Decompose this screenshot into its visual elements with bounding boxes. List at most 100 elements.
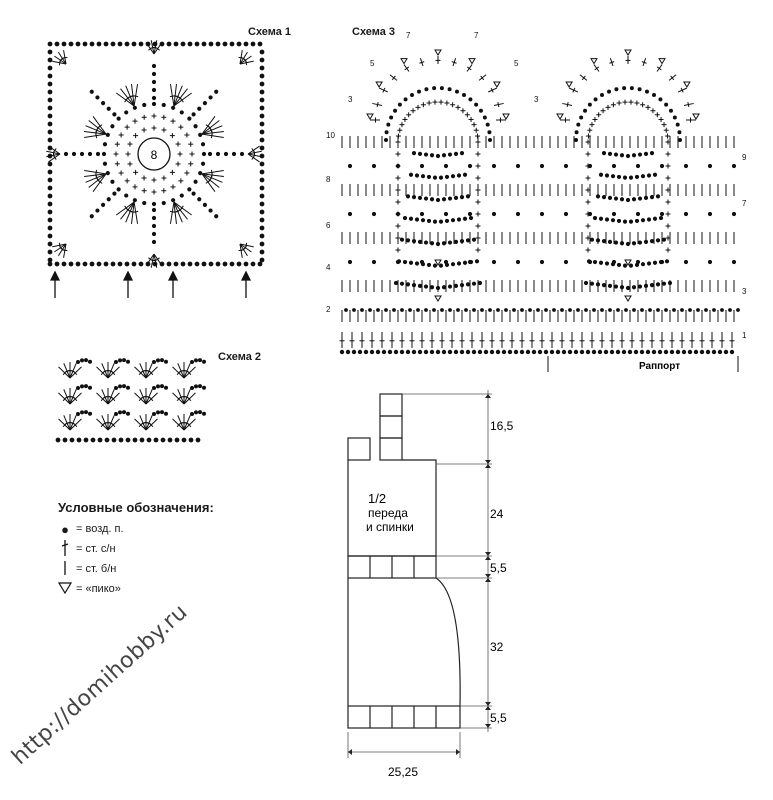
- chain-stitch-mark: [259, 193, 265, 199]
- chain-stitch-mark: [592, 308, 596, 312]
- chain-stitch-mark: [672, 115, 677, 120]
- double-crochet-mark: [134, 366, 147, 379]
- chain-stitch-mark: [447, 284, 453, 289]
- chain-stitch-mark: [611, 163, 617, 169]
- double-crochet-mark: [172, 418, 185, 431]
- chain-stitch-mark: [194, 41, 200, 47]
- chain-stitch-mark: [528, 308, 532, 312]
- chain-stitch-mark: [187, 41, 193, 47]
- chain-stitch-mark: [202, 385, 206, 390]
- chain-stitch-mark: [519, 349, 525, 355]
- chain-stitch-mark: [453, 195, 459, 200]
- pattern-schematic: 1/2 переда и спинки 16,5 24 5,5 32 5,5 2…: [347, 390, 514, 779]
- double-crochet-mark: [92, 116, 107, 135]
- chain-stitch-mark: [191, 112, 196, 117]
- chain-stitch-mark: [95, 95, 100, 100]
- chain-stitch-mark: [138, 261, 144, 267]
- chain-stitch-mark: [201, 261, 207, 267]
- double-crochet-mark: [48, 153, 61, 163]
- picot-mark: [624, 295, 632, 302]
- double-crochet-mark: [247, 153, 262, 158]
- chain-stitch-mark: [568, 308, 572, 312]
- double-crochet-mark: [133, 84, 139, 107]
- chain-stitch-mark: [426, 262, 432, 268]
- chain-stitch-mark: [512, 308, 516, 312]
- double-crochet-mark: [201, 131, 224, 135]
- chain-stitch-mark: [619, 197, 625, 202]
- double-crochet-mark: [172, 366, 185, 379]
- chain-stitch-mark: [47, 113, 53, 119]
- svg-text:1: 1: [742, 331, 747, 340]
- picot-mark: [658, 58, 666, 65]
- chain-stitch-mark: [411, 151, 417, 156]
- chain-stitch-mark: [477, 349, 483, 355]
- chain-stitch-mark: [677, 130, 682, 135]
- chain-stitch-mark: [69, 437, 75, 443]
- double-crochet-mark: [153, 40, 158, 55]
- chain-stitch-mark: [610, 174, 616, 179]
- svg-text:9: 9: [742, 153, 747, 162]
- chain-stitch-mark: [111, 437, 117, 443]
- chain-stitch-mark: [441, 285, 447, 290]
- chain-stitch-mark: [180, 261, 186, 267]
- double-crochet-mark: [239, 243, 248, 257]
- chain-stitch-mark: [151, 63, 157, 69]
- double-crochet-mark: [116, 92, 135, 107]
- chain-stitch-mark: [259, 241, 265, 247]
- dim-strap: 16,5: [490, 419, 514, 433]
- chain-stitch-mark: [198, 171, 203, 176]
- chain-stitch-mark: [198, 132, 203, 137]
- chain-stitch-mark: [478, 108, 483, 113]
- chain-stitch-mark: [634, 174, 640, 180]
- svg-text:3: 3: [534, 95, 539, 104]
- chain-stitch-mark: [201, 41, 207, 47]
- chain-stitch-mark: [259, 201, 265, 207]
- chain-stitch-mark: [619, 153, 625, 158]
- chain-stitch-mark: [622, 263, 628, 268]
- chain-stitch-mark: [207, 151, 213, 157]
- chain-stitch-mark: [114, 386, 118, 390]
- chain-stitch-mark: [215, 151, 221, 157]
- double-crochet-mark: [131, 84, 135, 107]
- chain-stitch-mark: [106, 197, 111, 202]
- chain-stitch-mark: [601, 151, 607, 156]
- chain-stitch-mark: [259, 233, 265, 239]
- chain-stitch-mark: [259, 225, 265, 231]
- double-crochet-mark: [145, 392, 158, 405]
- svg-text:4: 4: [326, 263, 331, 272]
- chain-stitch-mark: [208, 95, 213, 100]
- chain-stitch-mark: [664, 308, 668, 312]
- chain-stitch-mark: [649, 283, 655, 288]
- chain-stitch-mark: [625, 241, 631, 247]
- chain-stitch-mark: [414, 173, 420, 178]
- chain-stitch-mark: [515, 211, 521, 217]
- chain-stitch-mark: [112, 191, 117, 196]
- chain-stitch-mark: [54, 41, 60, 47]
- chain-stitch-mark: [54, 261, 60, 267]
- chain-stitch-mark: [202, 100, 208, 106]
- chain-stitch-mark: [197, 106, 202, 111]
- chain-stitch-mark: [616, 308, 620, 312]
- chain-stitch-mark: [371, 211, 377, 217]
- chain-stitch-mark: [47, 65, 53, 71]
- chain-stitch-mark: [664, 259, 670, 264]
- chain-stitch-mark: [160, 410, 164, 415]
- chain-stitch-mark: [438, 263, 444, 268]
- chain-stitch-mark: [118, 384, 122, 389]
- scheme2-title: Схема 2: [218, 351, 262, 363]
- chain-stitch-mark: [609, 349, 615, 355]
- chain-stitch-mark: [47, 137, 53, 143]
- chain-stitch-mark: [403, 97, 408, 102]
- chain-stitch-mark: [432, 308, 436, 312]
- chain-stitch-mark: [116, 116, 121, 121]
- chain-stitch-mark: [76, 386, 80, 390]
- chain-stitch-mark: [583, 280, 589, 286]
- chain-stitch-mark: [239, 151, 245, 157]
- picot-mark: [493, 81, 501, 88]
- chain-stitch-mark: [405, 349, 411, 355]
- double-crochet-mark: [139, 389, 147, 405]
- chain-stitch-mark: [468, 259, 474, 265]
- chain-stitch-mark: [410, 92, 414, 97]
- start-arrows: [49, 270, 252, 298]
- chain-stitch-mark: [683, 259, 689, 265]
